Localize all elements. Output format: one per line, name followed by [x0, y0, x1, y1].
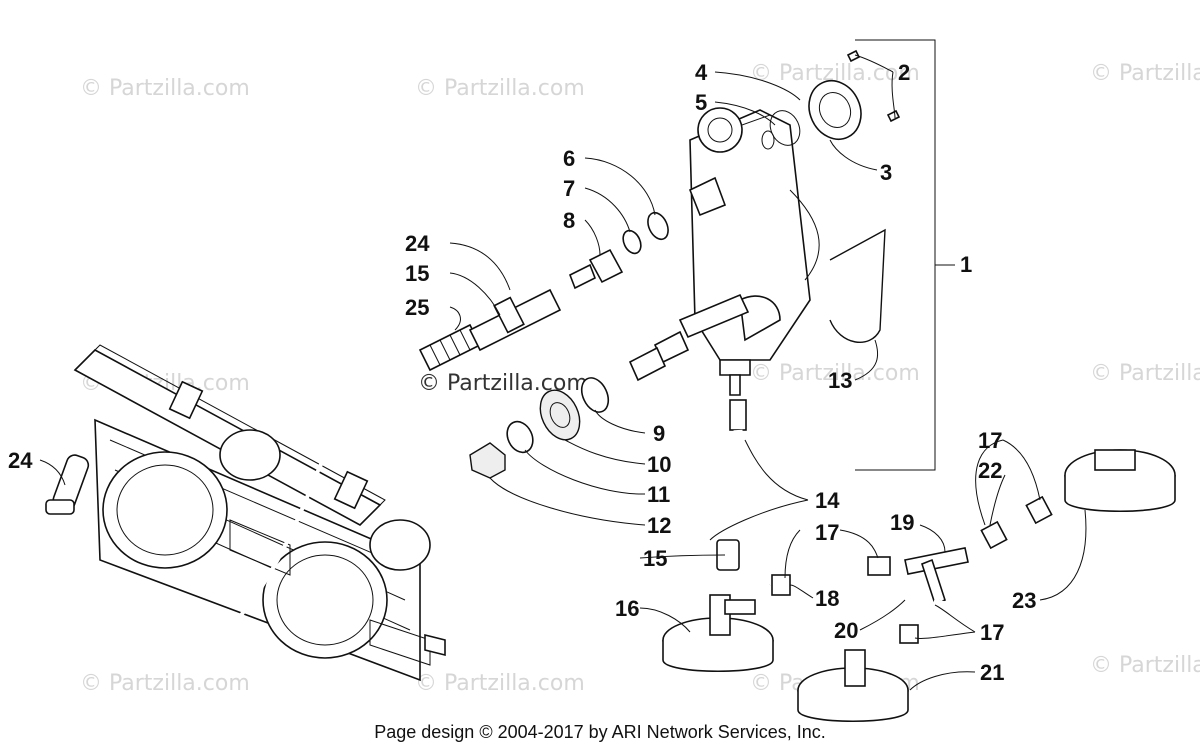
- callout-3: 3: [880, 160, 892, 185]
- pressure-bowl-23: [1064, 449, 1176, 513]
- watermark: © Partzilla.com: [415, 76, 585, 101]
- spring-clip: [829, 228, 886, 343]
- callout-18: 18: [815, 586, 839, 611]
- hose-20: [899, 598, 946, 644]
- fuel-regulator-body: [628, 107, 820, 396]
- callout-8: 8: [563, 208, 575, 233]
- pressure-bowl-16: [662, 594, 774, 673]
- callout-7: 7: [563, 176, 575, 201]
- callout-23: 23: [1012, 588, 1036, 613]
- callout-15: 15: [405, 261, 429, 286]
- washer-parts: [469, 377, 610, 479]
- watermark: © Partzilla.com: [415, 671, 585, 696]
- watermark: © Partzilla.com: [1090, 361, 1200, 386]
- callout-10: 10: [647, 452, 671, 477]
- regulator-cap: [761, 49, 901, 150]
- callout-19: 19: [890, 510, 914, 535]
- page-footer: Page design © 2004-2017 by ARI Network S…: [374, 722, 826, 742]
- watermark: © Partzilla.com: [80, 76, 250, 101]
- callout-16: 16: [615, 596, 639, 621]
- fuel-hose-left: [45, 353, 431, 674]
- callout-24: 24: [405, 231, 430, 256]
- callouts: 1 2 3 4 5 6 7 8 9 10 11 12 13 14 15 15 1…: [8, 60, 1036, 685]
- callout-12: 12: [647, 513, 671, 538]
- callout-1: 1: [960, 252, 972, 277]
- watermark: © Partzilla.com: [1090, 653, 1200, 678]
- leader-lines: [39, 54, 1087, 691]
- fuel-hose-vertical: [716, 399, 747, 571]
- callout-25: 25: [405, 295, 429, 320]
- fitting-parts-upper: [568, 211, 669, 290]
- tee-connector: [904, 547, 969, 606]
- callout-11: 11: [647, 482, 670, 507]
- callout-6: 6: [563, 146, 575, 171]
- hose-18: [765, 555, 891, 596]
- callout-24: 24: [8, 448, 33, 473]
- callout-9: 9: [653, 421, 665, 446]
- callout-2: 2: [898, 60, 910, 85]
- callout-17: 17: [978, 428, 1002, 453]
- callout-17: 17: [980, 620, 1004, 645]
- callout-21: 21: [980, 660, 1004, 685]
- hose-fitting-assembly: [418, 288, 562, 372]
- callout-15: 15: [643, 546, 667, 571]
- watermark: © Partzilla.com: [80, 671, 250, 696]
- watermark: © Partzilla.com: [1090, 61, 1200, 86]
- callout-17: 17: [815, 520, 839, 545]
- watermark: © Partzilla.com: [750, 361, 920, 386]
- callout-14: 14: [815, 488, 840, 513]
- callout-20: 20: [834, 618, 858, 643]
- throttle-body-illustration: [73, 344, 446, 682]
- callout-13: 13: [828, 368, 852, 393]
- pressure-bowl-21: [797, 649, 909, 723]
- item-1-bracket: [855, 39, 936, 471]
- callout-4: 4: [695, 60, 708, 85]
- callout-22: 22: [978, 458, 1002, 483]
- callout-5: 5: [695, 90, 707, 115]
